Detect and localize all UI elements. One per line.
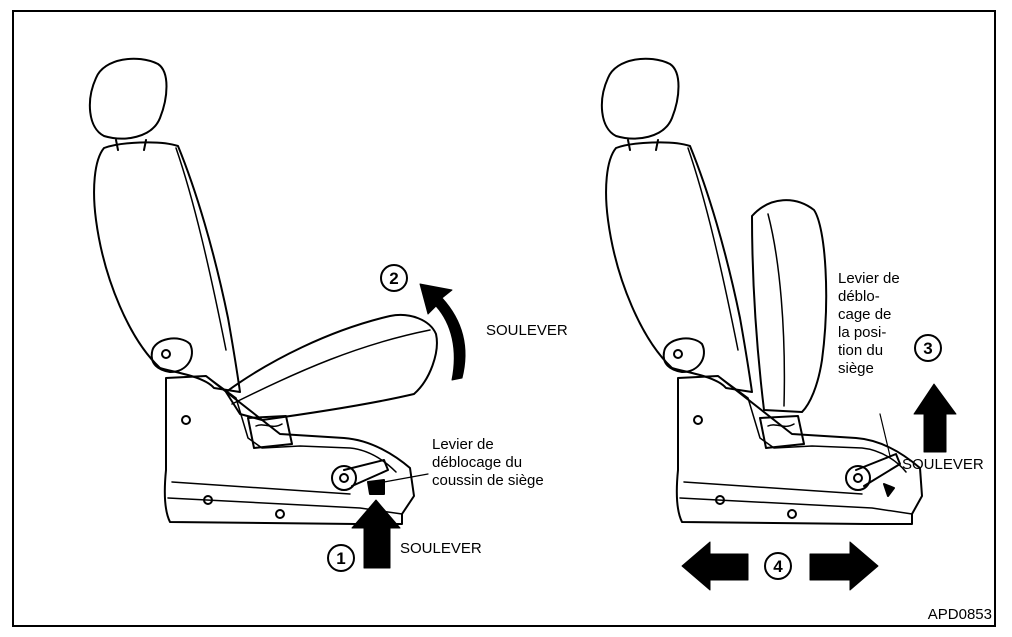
position-release-lever — [855, 453, 901, 487]
step-2-number: 2 — [389, 269, 398, 288]
position-lever-line: siège — [838, 360, 874, 377]
figure-frame — [12, 10, 996, 627]
raise-curved-arrow — [419, 283, 466, 381]
figure-reference: APD0853 — [927, 606, 992, 623]
step-1-circle — [327, 544, 355, 572]
slide-arrow-left — [681, 541, 749, 591]
cushion-release-lever — [343, 459, 389, 487]
left-seatback — [93, 141, 241, 393]
left-cushion-raised — [225, 314, 438, 421]
left-headrest — [88, 57, 168, 140]
right-cushion-folded — [751, 199, 828, 413]
step-1-number: 1 — [336, 549, 345, 568]
left-seat-frame — [163, 375, 415, 525]
position-lever-line: Levier de — [838, 270, 900, 287]
lift-arrow-3 — [913, 383, 957, 453]
lift-arrow-1 — [351, 499, 401, 569]
cushion-lever-line: déblocage du — [432, 454, 523, 471]
right-seat-frame — [675, 375, 923, 525]
cushion-lever-line: coussin de siège — [432, 472, 544, 489]
right-seatback — [605, 141, 753, 393]
position-lever-line: la posi- — [838, 324, 887, 341]
left-lever-pivot — [331, 465, 357, 491]
left-recline-knob — [150, 337, 193, 373]
lift-label-step2: SOULEVER — [486, 322, 568, 339]
step-4-number: 4 — [773, 557, 783, 576]
right-handle-slot — [759, 415, 805, 449]
cushion-lever-line: Levier de — [432, 436, 494, 453]
lift-label-step3: SOULEVER — [902, 456, 984, 473]
right-headrest — [600, 57, 680, 140]
cushion-lever-label: Levier de déblocage du coussin de siège — [432, 436, 544, 490]
slide-arrow-right — [809, 541, 879, 591]
right-recline-knob — [662, 337, 705, 373]
right-seat — [600, 57, 923, 525]
position-lever-line: tion du — [838, 342, 884, 359]
left-handle-slot — [247, 415, 293, 449]
step-2-circle — [380, 264, 408, 292]
position-lever-line: cage de — [838, 306, 892, 323]
position-lever-label: Levier de déblo- cage de la posi- tion d… — [838, 270, 900, 378]
step-3-number: 3 — [923, 339, 932, 358]
lift-label-step1: SOULEVER — [400, 540, 482, 557]
position-lever-line: déblo- — [838, 288, 880, 305]
step-4-circle — [764, 552, 792, 580]
right-lever-pivot — [845, 465, 871, 491]
step-3-circle — [914, 334, 942, 362]
left-seat — [88, 57, 438, 525]
